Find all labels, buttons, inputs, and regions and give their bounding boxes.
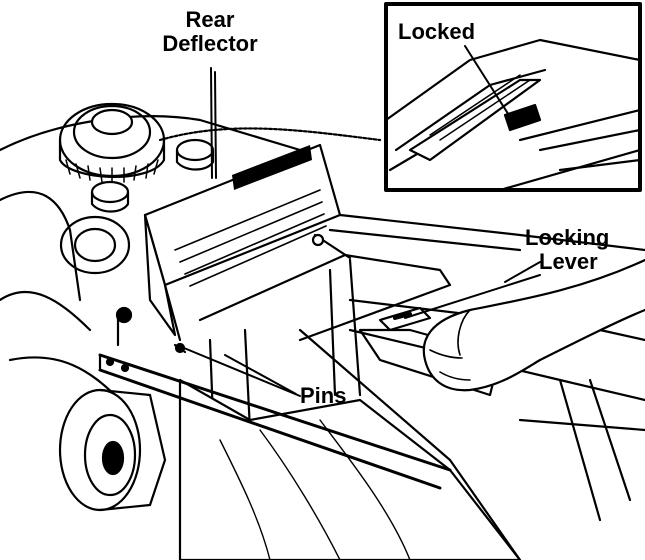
rear-deflector-label: Rear Deflector xyxy=(150,8,270,56)
rear-deflector-label-line2: Deflector xyxy=(162,31,258,56)
locking-lever-label: Locking Lever xyxy=(525,226,645,274)
locking-lever-label-line2: Lever xyxy=(539,249,598,274)
locked-label: Locked xyxy=(398,19,476,44)
locking-lever-label-line1: Locking xyxy=(525,225,610,250)
pins xyxy=(115,306,187,354)
rear-wheel xyxy=(58,388,167,512)
rear-deflector xyxy=(143,143,342,342)
engine-starter xyxy=(58,102,382,275)
hand xyxy=(422,258,645,392)
grass-bag xyxy=(178,378,522,560)
inset-locked-detail xyxy=(384,2,642,192)
bag-handle-bar xyxy=(98,353,452,490)
pins-label: Pins xyxy=(300,383,347,408)
rear-deflector-label-line1: Rear xyxy=(185,7,235,32)
leader-lines xyxy=(183,45,541,397)
chute-frame xyxy=(198,233,452,472)
